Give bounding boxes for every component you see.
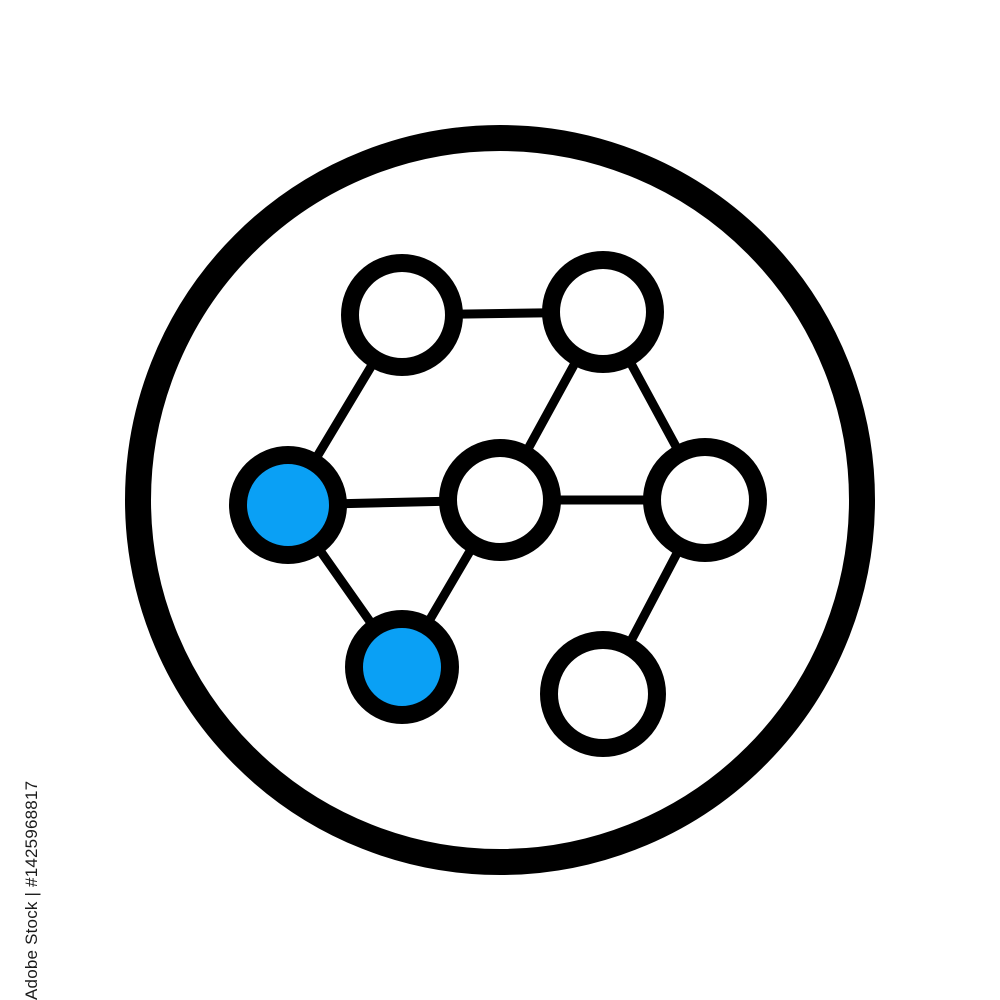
- node-right: [643, 438, 767, 562]
- network-nodes: [229, 251, 767, 757]
- node-left-highlight: [229, 446, 347, 564]
- node-top-right: [542, 251, 664, 373]
- outer-ring: [125, 125, 875, 875]
- node-bottom-left-highlight: [345, 610, 459, 724]
- node-bottom-right: [540, 631, 666, 757]
- node-center: [439, 439, 561, 561]
- node-top-left: [341, 254, 463, 376]
